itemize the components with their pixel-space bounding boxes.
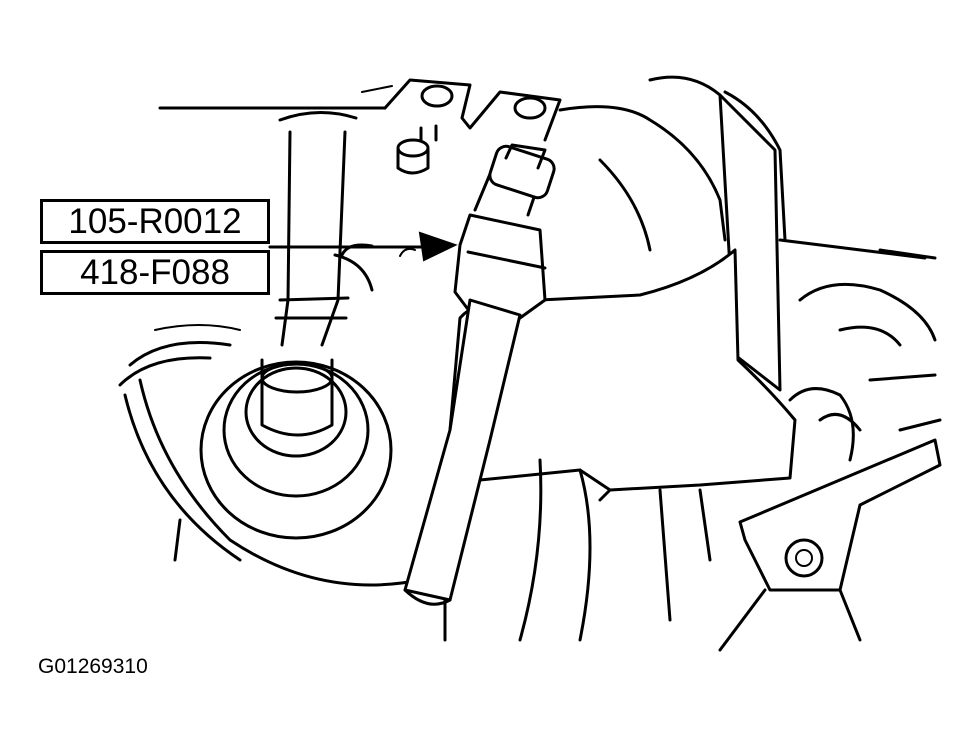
stud [396, 124, 438, 175]
tool-callout-box: 105-R0012 [40, 199, 270, 244]
mounting-bracket [158, 78, 562, 142]
steering-shaft [274, 110, 374, 347]
cable-assembly [403, 143, 556, 606]
tool-number-label: 418-F088 [80, 253, 230, 292]
figure-id: G01269310 [38, 655, 148, 678]
firewall-boss [118, 324, 422, 587]
right-structure [443, 238, 942, 652]
tool-number-label: 105-R0012 [68, 202, 242, 241]
callout-arrow [268, 231, 458, 262]
outer-shroud [558, 75, 787, 252]
tool-callout-box: 418-F088 [40, 250, 270, 295]
